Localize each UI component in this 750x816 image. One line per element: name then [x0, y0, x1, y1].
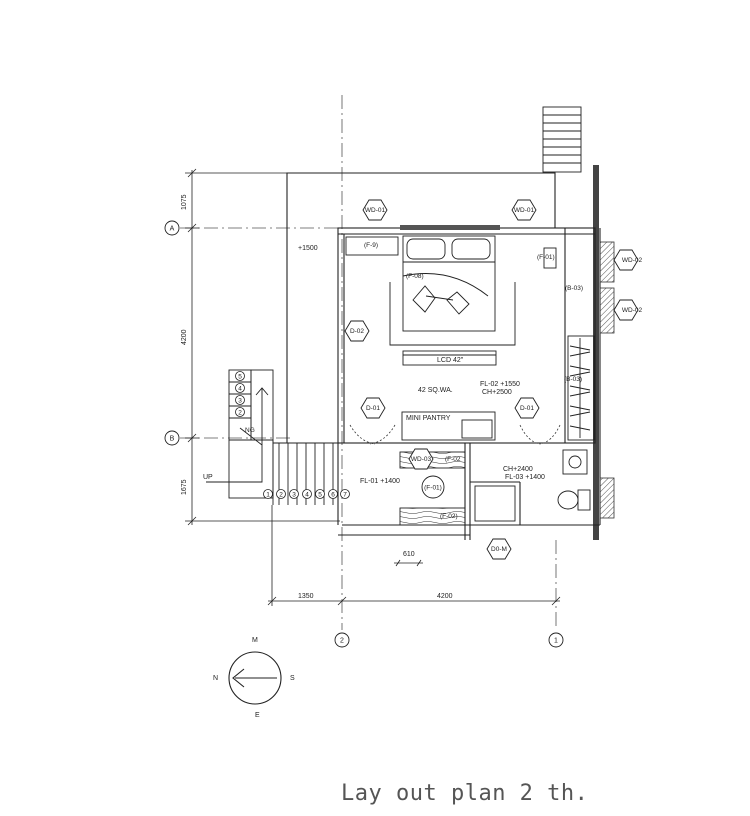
stair-step-b2: 2: [279, 492, 283, 499]
hex-tags: [344, 199, 639, 560]
stair-step-b3: 3: [292, 492, 296, 499]
window-wd02-lower: [599, 287, 615, 334]
nightstand: [543, 247, 557, 269]
window-top: [400, 225, 500, 230]
stair-step-5: 5: [238, 374, 242, 381]
dim-v-bottom: 1675: [181, 479, 188, 495]
stair-up-label: UP: [203, 474, 213, 481]
tag-wd02-upper: WD-02: [622, 257, 643, 264]
room-walls: [337, 227, 601, 540]
dim-h-small: 610: [403, 551, 415, 558]
east-wall: [593, 165, 599, 540]
stair-step-4: 4: [238, 386, 242, 393]
stair-step-b7: 7: [343, 492, 347, 499]
exterior-stair: [542, 106, 582, 173]
window-wd02-upper: [599, 241, 615, 283]
window-bath: [599, 477, 615, 519]
level-room: +1500: [298, 245, 318, 252]
circle-tags: [421, 475, 445, 499]
dim-h-left: 1350: [298, 593, 314, 600]
mini-pantry-label: MINI PANTRY: [406, 415, 451, 422]
tag-wd02-lower: WD-02: [622, 307, 643, 314]
tag-wd01-right: WD-01: [514, 207, 535, 214]
tag-b03-mid: (B-03): [564, 376, 582, 383]
side-desk: [345, 236, 399, 256]
mini-pantry: [401, 411, 496, 441]
grid-markers: [164, 220, 564, 648]
area-label: 42 SQ.WA.: [418, 387, 453, 394]
compass-m: M: [252, 637, 258, 644]
lcd-label: LCD 42": [437, 357, 464, 364]
level-fl01: FL-01 +1400: [360, 478, 400, 485]
tag-d01-right: D-01: [520, 405, 534, 412]
compass: [228, 651, 282, 705]
stair-landing-label: NG: [245, 427, 255, 434]
compass-n: N: [213, 675, 218, 682]
stair-step-markers-left: [235, 371, 245, 417]
tag-wd01-left: WD-01: [365, 207, 386, 214]
door-swings: [349, 424, 561, 445]
dim-v-top: 1075: [181, 194, 188, 210]
level-ch-room: CH+2500: [482, 389, 512, 396]
dimension-lines: [185, 168, 561, 606]
wardrobe: [567, 335, 595, 441]
compass-e: E: [255, 712, 260, 719]
stair-step-b1: 1: [266, 492, 270, 499]
tag-f02-lower: (F-02): [440, 513, 458, 520]
stair-step-markers-bottom: [263, 489, 350, 499]
compass-s: S: [290, 675, 295, 682]
tag-f9: (F-9): [364, 242, 378, 249]
dim-h-right: 4200: [437, 593, 453, 600]
tag-f08: (F-08): [406, 273, 424, 280]
stair-step-b5: 5: [318, 492, 322, 499]
tag-f02-upper: (F-02: [445, 456, 461, 463]
bed: [389, 235, 516, 346]
bath-fixtures: [474, 449, 591, 522]
tag-f01-upper: (F-01): [537, 254, 555, 261]
tag-f01-lower: (F-01): [424, 485, 442, 492]
stair-step-b6: 6: [331, 492, 335, 499]
grid-a-label: A: [170, 226, 175, 233]
plan-caption: Lay out plan 2 th.: [341, 781, 589, 806]
tag-wd03: WD-03: [411, 456, 432, 463]
stair-step-2: 2: [238, 410, 242, 417]
level-fl03: FL-03 +1400: [505, 474, 545, 481]
tag-d0m: D0-M: [491, 546, 507, 553]
grid-2-label: 2: [340, 638, 344, 645]
stair-step-3: 3: [238, 398, 242, 405]
tag-d01-left: D-01: [366, 405, 380, 412]
dim-v-mid: 4200: [181, 329, 188, 345]
level-fl02: FL-02 +1550: [480, 381, 520, 388]
level-ch-bath: CH+2400: [503, 466, 533, 473]
main-stair: [206, 369, 340, 505]
wood-shelf-lower: [399, 507, 466, 526]
tag-d02: D-02: [350, 328, 364, 335]
tag-b03-upper: (B-03): [565, 285, 583, 292]
grid-b-label: B: [170, 436, 175, 443]
tv-unit: [402, 350, 497, 366]
grid-1-label: 1: [554, 638, 558, 645]
building-outline: [286, 172, 595, 444]
stair-step-b4: 4: [305, 492, 309, 499]
